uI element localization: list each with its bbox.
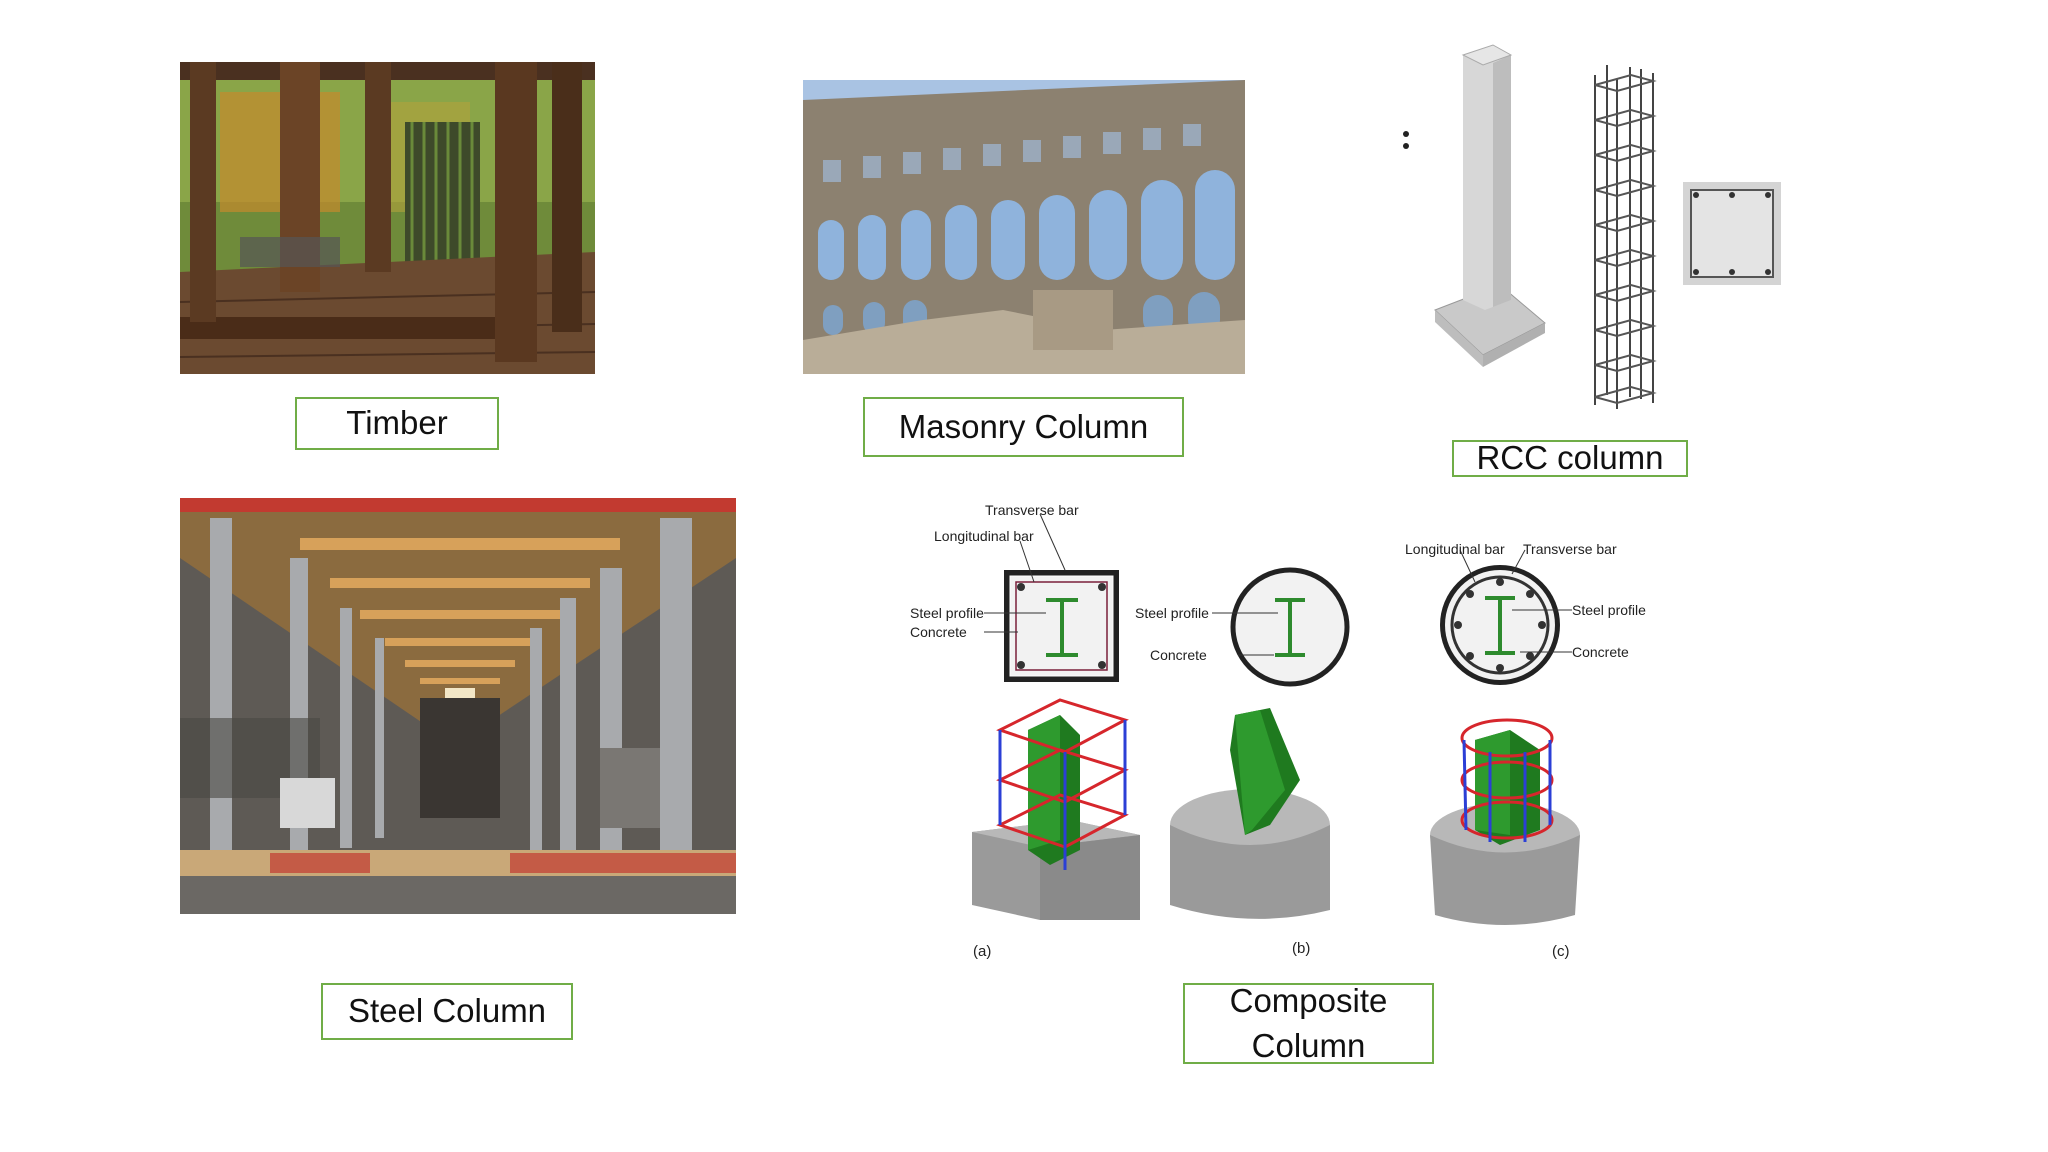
composite-column-diagram: Transverse bar Longitudinal bar Steel pr… <box>910 502 1646 960</box>
label-transverse-bar-a: Transverse bar <box>985 502 1079 518</box>
label-steel-profile-b: Steel profile <box>1135 605 1209 621</box>
sublabel-c: (c) <box>1552 943 1570 960</box>
caption-composite: Composite Column <box>1183 982 1434 1064</box>
caption-steel: Steel Column <box>321 983 573 1040</box>
timber-photo <box>180 62 595 374</box>
section-b: Steel profile Concrete <box>1135 567 1350 687</box>
label-steel-profile-c: Steel profile <box>1572 602 1646 618</box>
model-b <box>1170 708 1330 919</box>
label-concrete-c: Concrete <box>1572 644 1629 660</box>
label-longitudinal-bar-a: Longitudinal bar <box>934 528 1034 544</box>
steel-photo <box>180 498 736 914</box>
label-transverse-bar-c: Transverse bar <box>1523 541 1617 557</box>
masonry-photo <box>803 80 1245 374</box>
caption-masonry: Masonry Column <box>863 397 1184 457</box>
label-concrete-b: Concrete <box>1150 647 1207 663</box>
label-concrete-a: Concrete <box>910 624 967 640</box>
label-longitudinal-bar-c: Longitudinal bar <box>1405 541 1505 557</box>
caption-timber: Timber <box>295 397 499 450</box>
caption-rcc: RCC column <box>1452 439 1688 477</box>
sublabel-a: (a) <box>973 943 991 960</box>
caption-composite-line1: Composite <box>1229 981 1388 1019</box>
section-a: Transverse bar Longitudinal bar Steel pr… <box>910 502 1119 682</box>
caption-composite-line2: Column <box>1251 1026 1366 1064</box>
label-steel-profile-a: Steel profile <box>910 605 984 621</box>
model-c <box>1430 718 1580 925</box>
model-a <box>972 698 1140 920</box>
section-c: Longitudinal bar Transverse bar Steel pr… <box>1405 541 1646 685</box>
sublabel-b: (b) <box>1292 940 1310 957</box>
rcc-column-diagram <box>1403 44 1781 409</box>
